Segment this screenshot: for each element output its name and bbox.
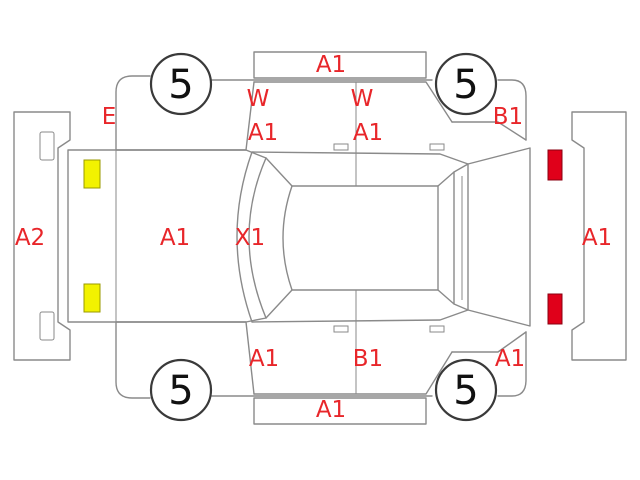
tire-rear-right: 5: [434, 358, 498, 422]
label-door-rear-upper-code1: W: [351, 86, 374, 112]
tire-front-right-rating: 5: [168, 368, 193, 414]
upper-side-profile: [115, 75, 527, 186]
headlight-upper: [83, 159, 101, 189]
label-door-front-upper-code1: W: [247, 86, 270, 112]
rear-bumper: [571, 111, 627, 361]
label-door-rear-upper-code2: A1: [353, 120, 383, 146]
tire-rear-right-rating: 5: [453, 368, 478, 414]
tire-front-right: 5: [149, 358, 213, 422]
label-windshield: X1: [235, 225, 265, 251]
label-rear-bumper: A1: [582, 225, 612, 251]
taillight-lower: [547, 293, 563, 325]
headlight-lower: [83, 283, 101, 313]
roof-strip-bottom: [253, 397, 427, 425]
label-roof-bottom: A1: [316, 397, 346, 423]
top-view-body: [67, 147, 531, 327]
label-roof-top: A1: [316, 52, 346, 78]
label-quarter-rear-upper: B1: [493, 104, 523, 130]
label-front-bumper: A2: [15, 225, 45, 251]
front-bumper: [13, 111, 71, 361]
tire-rear-left: 5: [434, 52, 498, 116]
tire-front-left: 5: [149, 52, 213, 116]
label-corner-front-upper: E: [102, 104, 117, 130]
label-door-front-upper-code2: A1: [248, 120, 278, 146]
label-door-rear-lower: B1: [353, 346, 383, 372]
taillight-upper: [547, 149, 563, 181]
tire-rear-left-rating: 5: [453, 62, 478, 108]
label-door-front-lower: A1: [249, 346, 279, 372]
label-hood: A1: [160, 225, 190, 251]
label-quarter-rear-lower: A1: [495, 346, 525, 372]
roof-strip-top: [253, 51, 427, 79]
tire-front-left-rating: 5: [168, 62, 193, 108]
